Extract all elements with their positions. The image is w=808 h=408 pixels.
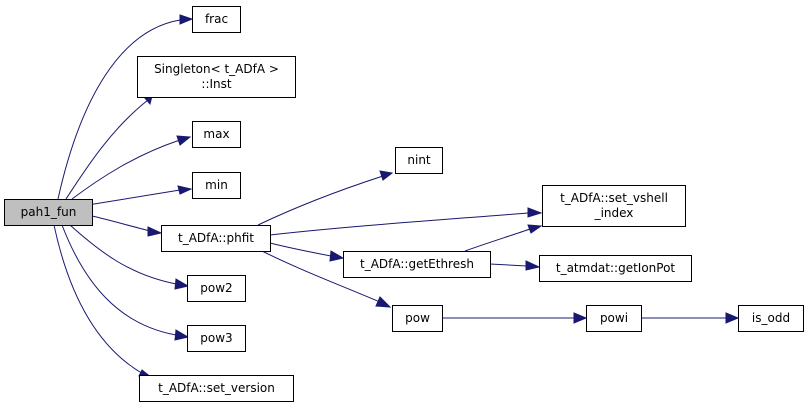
- node-box: [542, 185, 686, 227]
- edge-pah1_fun-to-max: [71, 135, 192, 200]
- edge-phfit-to-nint: [257, 170, 394, 226]
- edge-line: [53, 224, 146, 376]
- node-singleton[interactable]: Singleton< t_ADfA >::Inst: [137, 56, 296, 98]
- node-label: min: [205, 178, 228, 192]
- edge-line: [91, 215, 151, 232]
- edge-line: [69, 224, 177, 285]
- arrowhead-icon: [176, 135, 192, 146]
- edge-phfit-to-set_vshell: [269, 207, 543, 236]
- arrowhead-icon: [375, 296, 392, 308]
- edge-pow-to-powi: [442, 312, 588, 324]
- edge-line: [87, 189, 181, 206]
- node-box: [192, 121, 241, 148]
- node-label: max: [203, 127, 229, 141]
- edge-line: [489, 263, 528, 267]
- edge-line: [269, 212, 529, 236]
- edge-line: [269, 242, 332, 257]
- node-getIonPot[interactable]: t_atmdat::getIonPot: [539, 255, 692, 282]
- edge-phfit-to-getEthresh: [269, 242, 345, 262]
- arrowhead-icon: [725, 312, 740, 324]
- edge-pah1_fun-to-min: [87, 185, 193, 206]
- arrowhead-icon: [174, 278, 190, 290]
- node-label: Singleton< t_ADfA >: [154, 62, 279, 76]
- node-box: [586, 305, 642, 332]
- node-box: [343, 251, 491, 278]
- node-label: pow: [405, 311, 430, 325]
- arrowhead-icon: [147, 226, 163, 237]
- edge-line: [261, 250, 381, 303]
- node-label: powi: [600, 311, 628, 325]
- node-label: ::Inst: [201, 77, 231, 91]
- node-frac[interactable]: frac: [192, 6, 241, 33]
- edge-getEthresh-to-getIonPot: [489, 260, 541, 271]
- arrowhead-icon: [379, 170, 394, 181]
- node-label: pow3: [200, 331, 232, 345]
- node-phfit[interactable]: t_ADfA::phfit: [161, 225, 271, 252]
- node-box: [4, 199, 93, 226]
- edge-pah1_fun-to-set_version: [53, 224, 154, 379]
- edge-getEthresh-to-set_vshell: [464, 224, 543, 252]
- node-box: [161, 225, 271, 252]
- node-box: [395, 147, 443, 174]
- node-box: [187, 275, 246, 302]
- edge-pah1_fun-to-singleton: [65, 91, 154, 200]
- node-label: t_ADfA::set_vshell: [560, 191, 668, 205]
- node-label: is_odd: [752, 311, 790, 325]
- node-set_version[interactable]: t_ADfA::set_version: [139, 375, 294, 402]
- arrowhead-icon: [573, 312, 588, 324]
- node-label: _index: [594, 206, 634, 220]
- node-label: pow2: [200, 281, 232, 295]
- node-box: [187, 325, 246, 352]
- edge-line: [257, 175, 384, 226]
- node-box: [392, 305, 443, 332]
- node-box: [139, 375, 294, 402]
- edge-pah1_fun-to-pow2: [69, 224, 190, 290]
- arrowhead-icon: [525, 260, 541, 271]
- edge-line: [61, 224, 177, 336]
- arrowhead-icon: [174, 329, 190, 341]
- node-nint[interactable]: nint: [395, 147, 443, 174]
- node-pow3[interactable]: pow3: [187, 325, 246, 352]
- node-label: t_ADfA::set_version: [158, 381, 275, 395]
- node-label: nint: [407, 153, 431, 167]
- node-is_odd[interactable]: is_odd: [738, 305, 804, 332]
- edge-pah1_fun-to-pow3: [61, 224, 190, 341]
- edge-line: [65, 99, 149, 200]
- edge-pah1_fun-to-phfit: [91, 215, 163, 237]
- arrowhead-icon: [177, 185, 193, 195]
- node-box: [539, 255, 692, 282]
- node-box: [192, 6, 241, 33]
- node-box: [137, 56, 296, 98]
- arrowhead-icon: [179, 14, 194, 25]
- edge-pah1_fun-to-frac: [57, 14, 194, 200]
- arrowhead-icon: [527, 207, 543, 218]
- node-getEthresh[interactable]: t_ADfA::getEthresh: [343, 251, 491, 278]
- node-box: [738, 305, 804, 332]
- edge-phfit-to-pow: [261, 250, 392, 308]
- node-label: t_ADfA::getEthresh: [360, 257, 474, 271]
- node-pow[interactable]: pow: [392, 305, 443, 332]
- node-pow2[interactable]: pow2: [187, 275, 246, 302]
- node-pah1_fun[interactable]: pah1_fun: [4, 199, 93, 226]
- edge-line: [57, 19, 181, 200]
- node-max[interactable]: max: [192, 121, 241, 148]
- node-box: [192, 172, 241, 199]
- arrowhead-icon: [527, 224, 543, 234]
- node-label: t_atmdat::getIonPot: [556, 261, 676, 275]
- node-min[interactable]: min: [192, 172, 241, 199]
- edge-line: [464, 228, 531, 252]
- node-set_vshell[interactable]: t_ADfA::set_vshell_index: [542, 185, 686, 227]
- edge-line: [71, 139, 181, 200]
- arrowhead-icon: [329, 250, 345, 262]
- edge-powi-to-is_odd: [641, 312, 740, 324]
- node-label: frac: [205, 12, 228, 26]
- node-label: t_ADfA::phfit: [178, 231, 254, 245]
- node-label: pah1_fun: [21, 205, 77, 219]
- node-powi[interactable]: powi: [586, 305, 642, 332]
